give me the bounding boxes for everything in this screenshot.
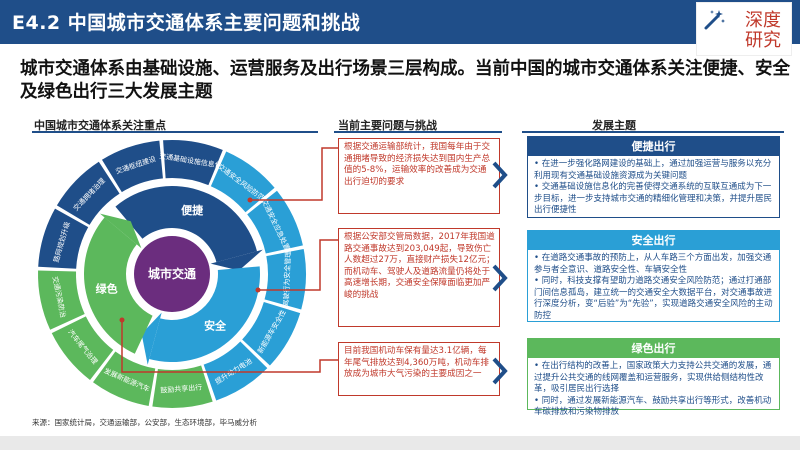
- logo: 深度 研究: [696, 2, 792, 56]
- inner-arrow-head: [210, 249, 263, 271]
- theme-body: • 在道路交通事故的预防上，从人车路三个方面出发，加强交通参与者全意识、道路安全…: [528, 250, 779, 327]
- theme-bullet: • 在出行结构的改善上，国家政策大力支持公共交通的发展，通过提升公共交通的线网覆…: [534, 361, 772, 395]
- inner-arrow-head: [99, 213, 142, 249]
- theme-box-convenient: 便捷出行 • 在进一步强化路网建设的基础上，通过加强运营与服务以充分利用现有交通…: [527, 136, 780, 218]
- source-note: 来源：国家统计局，交通运输部，公安部，生态环境部，毕马威分析: [32, 418, 257, 427]
- inner-arrow-segment: [115, 186, 258, 263]
- logo-text-2: 研究: [745, 30, 781, 51]
- inner-theme-label: 绿色: [96, 282, 118, 296]
- outer-segment: [163, 140, 223, 186]
- theme-bullet: • 同时，科技支撑有望助力道路交通安全风险防范；通过打通部门间信息孤岛，建立统一…: [534, 276, 773, 321]
- column-header-focus: 中国城市交通体系关注重点: [34, 119, 166, 132]
- theme-body: • 在出行结构的改善上，国家政策大力支持公共交通的发展，通过提升公共交通的线网覆…: [528, 358, 779, 423]
- chevron-right-icon: [492, 264, 508, 292]
- intro-text: 城市交通体系由基础设施、运营服务及出行场景三层构成。当前中国的城市交通体系关注便…: [20, 59, 790, 102]
- theme-bullet: • 在进一步强化路网建设的基础上，通过加强运营与服务以充分利用现有交通基础设施资…: [534, 159, 772, 181]
- theme-bullet: • 交通基础设施信息化的完善使得交通系统的互联互通成为下一步目标，进一步支持城市…: [534, 182, 773, 216]
- challenge-box-congestion: 根据交通运输部统计，我国每年由于交通拥堵导致的经济损失达到国内生产总值的5-8%…: [338, 138, 500, 214]
- theme-bullet: • 在道路交通事故的预防上，从人车路三个方面出发，加强交通参与者全意识、道路安全…: [534, 253, 772, 275]
- chevron-right-icon: [492, 357, 508, 385]
- inner-arrow-segment: [83, 217, 153, 354]
- theme-title: 安全出行: [528, 231, 779, 250]
- theme-title: 便捷出行: [528, 137, 779, 156]
- theme-box-safe: 安全出行 • 在道路交通事故的预防上，从人车路三个方面出发，加强交通参与者全意识…: [527, 230, 780, 322]
- theme-title: 绿色出行: [528, 339, 779, 358]
- column-underline-problems: [334, 131, 502, 133]
- outer-segment: [51, 316, 114, 380]
- outer-segment: [247, 190, 303, 254]
- outer-segment: [38, 270, 85, 330]
- inner-theme-label: 安全: [204, 318, 227, 332]
- outer-segment-label: 鼓励共享出行: [160, 382, 203, 394]
- theme-body: • 在进一步强化路网建设的基础上，通过加强运营与服务以充分利用现有交通基础设施资…: [528, 156, 779, 221]
- outer-segment: [152, 365, 213, 408]
- chevron-right-icon: [492, 161, 508, 189]
- theme-bullet: • 同时，通过发展新能源汽车、鼓励共享出行等形式，改善机动车碳排放和污染物排放: [534, 395, 772, 418]
- outer-segment: [56, 161, 120, 225]
- outer-segment: [38, 208, 89, 269]
- column-underline-focus: [32, 131, 318, 133]
- center-label: 城市交通: [148, 266, 196, 281]
- theme-box-green: 绿色出行 • 在出行结构的改善上，国家政策大力支持公共交通的发展，通过提升公共交…: [527, 338, 780, 417]
- page-title: E4.2 中国城市交通体系主要问题和挑战: [12, 12, 361, 34]
- transport-wheel-diagram: 交通拥堵治理交通枢纽建设交通基础设施信息化交通安全风险防范交通安全应急处置驾驶行…: [38, 140, 306, 408]
- center-circle: [134, 236, 210, 312]
- magic-wand-icon: [704, 10, 725, 30]
- column-underline-themes: [522, 131, 784, 133]
- column-header-problems: 当前主要问题与挑战: [338, 119, 437, 132]
- header-bar: E4.2 中国城市交通体系主要问题和挑战: [0, 0, 800, 44]
- column-header-themes: 发展主题: [592, 119, 636, 132]
- inner-theme-label: 便捷: [181, 203, 204, 217]
- outer-segment: [101, 140, 163, 193]
- logo-text-1: 深度: [745, 10, 781, 31]
- challenge-box-safety: 根据公安部交管局数据，2017年我国道路交通事故达到203,049起，导致伤亡人…: [338, 228, 500, 327]
- footer-bar: [0, 436, 800, 450]
- challenge-box-pollution: 目前我国机动车保有量达3.1亿辆，每年尾气排放达到4,360万吨，机动车排放成为…: [338, 342, 500, 396]
